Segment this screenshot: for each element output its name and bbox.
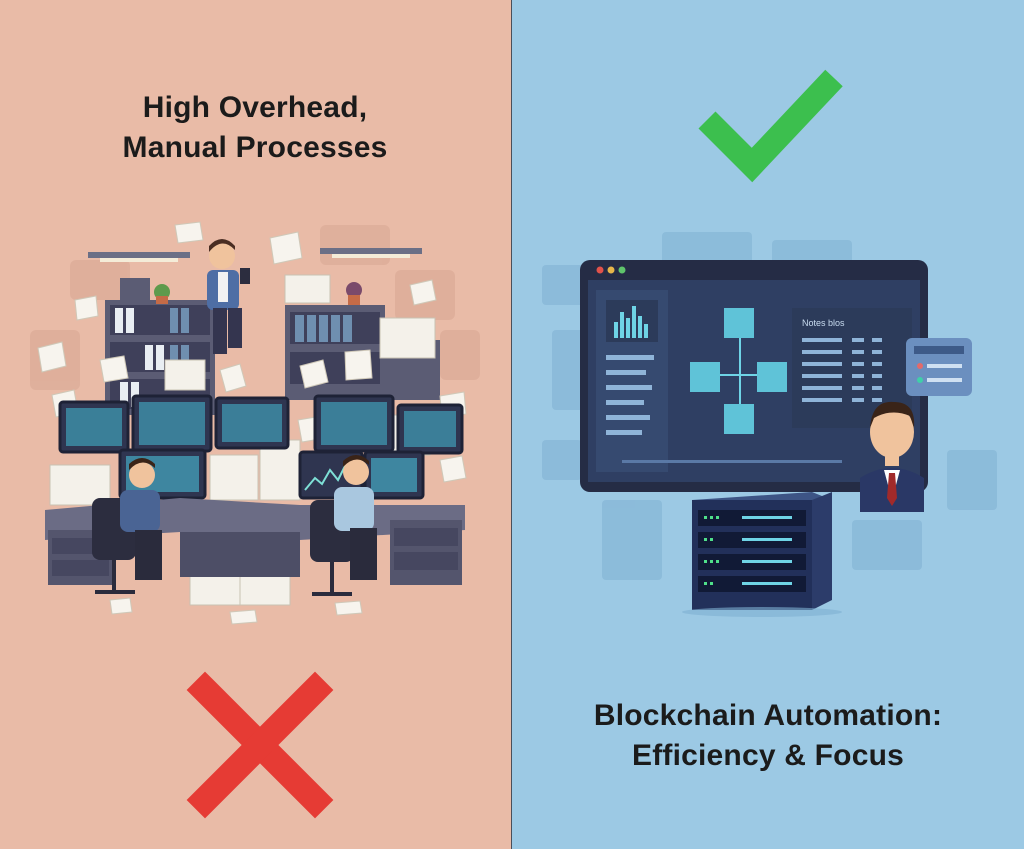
right-panel-automation: Notes blos [512, 0, 1024, 849]
shelf-unit-right [285, 282, 440, 400]
left-panel-manual: High Overhead, Manual Processes [0, 0, 511, 849]
cluttered-office-illustration [30, 221, 480, 819]
stressed-worker-top [207, 239, 250, 354]
check-icon [698, 69, 843, 183]
automation-illustration: Notes blos [542, 69, 997, 617]
worker-right [310, 455, 377, 596]
right-heading-line2: Efficiency & Focus [631, 739, 904, 772]
blockchain-cubes [690, 308, 787, 434]
ceiling-lamp-icon [88, 248, 422, 262]
panel-divider [511, 0, 512, 849]
right-heading: Blockchain Automation: Efficiency & Focu… [552, 696, 984, 776]
server-rack [682, 492, 842, 617]
cross-icon [186, 671, 334, 819]
plant-icon [346, 282, 362, 298]
businessman-avatar [860, 401, 924, 512]
dashboard-monitor: Notes blos [580, 260, 928, 492]
left-heading: High Overhead, Manual Processes [60, 88, 450, 168]
left-heading-line2: Manual Processes [122, 131, 388, 164]
worker-left [92, 458, 162, 594]
screen-panel-title: Notes blos [802, 318, 845, 328]
left-heading-line1: High Overhead, [142, 91, 368, 124]
right-heading-line1: Blockchain Automation: [593, 699, 943, 732]
shelf-unit-left [105, 278, 215, 415]
floating-widget [906, 338, 972, 396]
